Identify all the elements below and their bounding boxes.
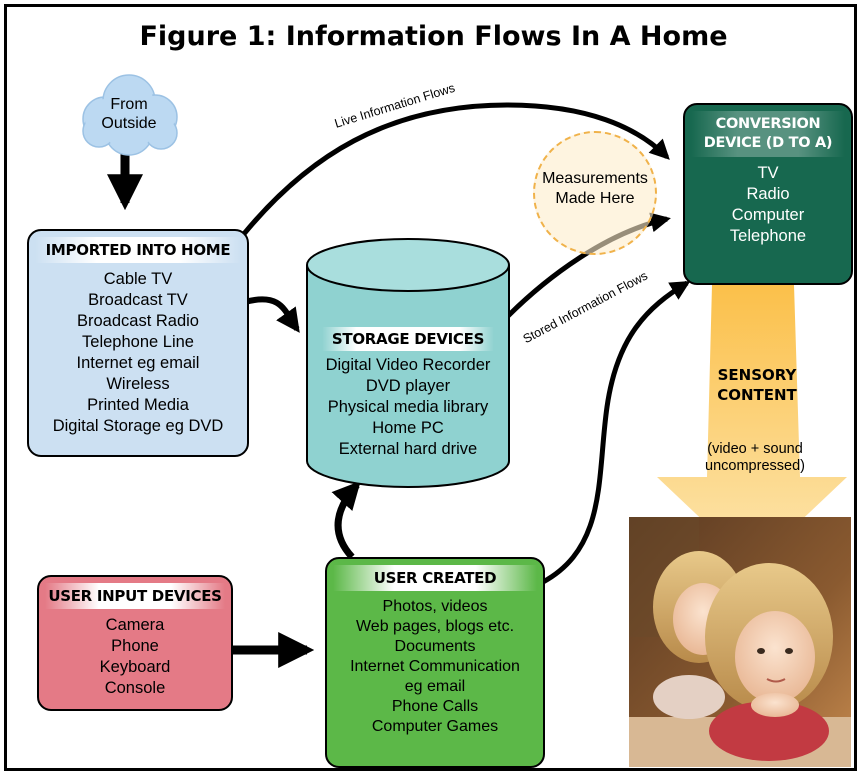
list-item: Telephone [729, 227, 807, 245]
conversion-device-box: CONVERSION DEVICE (D TO A) TV Radio Comp… [683, 103, 853, 285]
list-item: Phone [111, 637, 159, 655]
storage-heading: STORAGE DEVICES [321, 327, 495, 351]
list-item: Broadcast Radio [77, 312, 199, 330]
measurements-circle: Measurements Made Here [533, 131, 657, 255]
sensory-line-2: CONTENT [717, 386, 797, 404]
list-item: Photos, videos [382, 598, 488, 615]
imported-into-home-box: IMPORTED INTO HOME Cable TV Broadcast TV… [27, 229, 249, 457]
arrow-user-created-to-storage [331, 480, 361, 560]
list-item: eg email [404, 678, 466, 695]
arrow-user-created-to-conversion [541, 280, 691, 585]
conversion-heading: CONVERSION DEVICE (D TO A) [691, 111, 845, 157]
list-item: Wireless [106, 375, 170, 393]
user-created-box: USER CREATED Photos, videos Web pages, b… [325, 557, 545, 768]
list-item: Web pages, blogs etc. [355, 618, 515, 635]
user-input-list: Camera Phone Keyboard Console [39, 615, 231, 699]
arrow-imported-to-storage [244, 296, 300, 333]
list-item: Internet Communication [350, 658, 520, 675]
list-item: Printed Media [87, 396, 189, 414]
cloud-line-1: From [110, 96, 148, 113]
list-item: Physical media library [327, 398, 489, 416]
cloud-line-2: Outside [101, 115, 157, 132]
cloud-icon: From Outside [75, 69, 183, 159]
user-created-list: Photos, videos Web pages, blogs etc. Doc… [327, 597, 543, 737]
flow-arrows-layer [107, 102, 847, 668]
sensory-line-1: SENSORY [717, 366, 797, 384]
list-item: Phone Calls [391, 698, 479, 715]
user-input-devices-box: USER INPUT DEVICES Camera Phone Keyboard… [37, 575, 233, 711]
arrow-live-flow [241, 102, 670, 237]
list-item: Keyboard [99, 658, 171, 676]
sensory-note-line-2: uncompressed) [705, 458, 805, 474]
conversion-heading-line-1: CONVERSION [715, 116, 821, 132]
figure-title: Figure 1: Information Flows In A Home [139, 21, 728, 52]
figure-frame: Figure 1: Information Flows In A Home [4, 4, 857, 771]
children-watching-tv-photo [629, 517, 851, 767]
list-item: External hard drive [338, 440, 478, 458]
list-item: Home PC [372, 419, 444, 437]
photo-illustration [629, 517, 851, 767]
imported-list: Cable TV Broadcast TV Broadcast Radio Te… [29, 269, 247, 437]
list-item: Broadcast TV [88, 291, 188, 309]
list-item: Digital Storage eg DVD [52, 417, 224, 435]
list-item: Computer [731, 206, 805, 224]
user-created-heading: USER CREATED [333, 565, 537, 591]
sensory-note: (video + sound uncompressed) [675, 441, 835, 475]
list-item: Console [104, 679, 166, 697]
list-item: Telephone Line [82, 333, 194, 351]
sensory-note-line-1: (video + sound [707, 441, 803, 457]
measurements-line-2: Made Here [555, 190, 635, 207]
list-item: Documents [394, 638, 476, 655]
user-input-heading: USER INPUT DEVICES [45, 583, 225, 609]
sensory-content-label: SENSORY CONTENT [707, 365, 807, 405]
list-item: Internet eg email [76, 354, 200, 372]
storage-devices-cylinder: STORAGE DEVICES Digital Video Recorder D… [305, 237, 511, 489]
sensory-content-arrow [657, 285, 847, 567]
list-item: Cable TV [103, 270, 173, 288]
conversion-list: TV Radio Computer Telephone [685, 163, 851, 247]
list-item: Computer Games [371, 718, 499, 735]
measurements-line-1: Measurements [542, 170, 648, 187]
list-item: Digital Video Recorder [325, 356, 491, 374]
list-item: Radio [746, 185, 790, 203]
conversion-heading-line-2: DEVICE (D TO A) [703, 135, 833, 151]
storage-list: Digital Video Recorder DVD player Physic… [305, 355, 511, 460]
imported-heading: IMPORTED INTO HOME [35, 237, 241, 263]
cylinder-shape [306, 238, 510, 488]
list-item: TV [757, 164, 779, 182]
list-item: Camera [105, 616, 165, 634]
list-item: DVD player [365, 377, 451, 395]
